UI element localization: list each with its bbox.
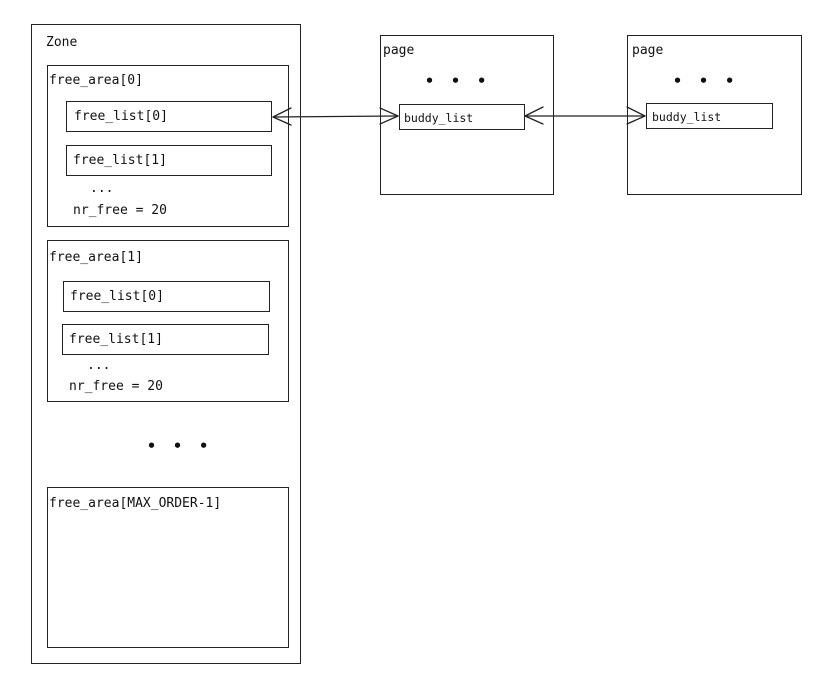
zone-middle-ellipsis: • • •: [147, 437, 213, 455]
page-2-ellipsis: • • •: [673, 72, 739, 90]
page-1-buddy-list-box: [399, 104, 525, 130]
page-1-buddy-list-label: buddy_list: [404, 111, 474, 125]
free-area-1-nr-free: nr_free = 20: [69, 379, 163, 394]
zone-label: Zone: [46, 35, 78, 50]
page-2-buddy-list-box: [646, 103, 773, 129]
free-area-1-list-1-box: [62, 324, 269, 355]
page-1-ellipsis: • • •: [425, 72, 491, 90]
free-area-1-label: free_area[1]: [49, 250, 143, 265]
free-area-1-box: [47, 240, 289, 402]
page-2-buddy-list-label: buddy_list: [652, 110, 722, 124]
free-area-last-label: free_area[MAX_ORDER-1]: [49, 496, 222, 511]
page-2-label: page: [632, 43, 664, 58]
free-area-0-label: free_area[0]: [49, 73, 143, 88]
free-area-0-nr-free: nr_free = 20: [73, 203, 167, 218]
free-area-0-list-1-label: free_list[1]: [73, 153, 167, 168]
free-area-last-box: [47, 487, 289, 648]
free-area-1-list-1-label: free_list[1]: [69, 332, 163, 347]
free-area-0-ellipsis: ...: [90, 181, 114, 196]
free-area-0-list-0-box: [66, 101, 272, 132]
page-1-label: page: [383, 43, 415, 58]
free-area-1-list-0-box: [63, 281, 270, 312]
free-area-0-list-0-label: free_list[0]: [74, 109, 168, 124]
free-area-0-list-1-box: [66, 145, 272, 176]
free-area-1-list-0-label: free_list[0]: [70, 289, 164, 304]
free-area-1-ellipsis: ...: [87, 358, 111, 373]
